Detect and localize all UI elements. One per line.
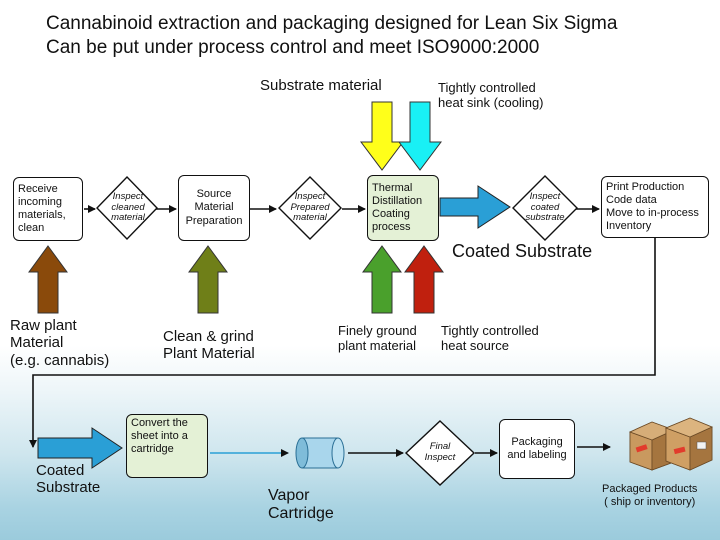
inspect-prepared-diamond <box>278 176 342 240</box>
coated-substrate-label-2: Coated Substrate <box>36 462 101 497</box>
blue-arrow-coated <box>439 185 511 229</box>
raw-plant-label: Raw plant Material (e.g. cannabis) <box>10 317 110 369</box>
blue-arrow-convert <box>37 427 123 469</box>
inspect-prepared-text: Inspect Prepared material <box>290 190 330 224</box>
inspect-cleaned-text: Inspect cleaned material <box>111 190 145 224</box>
packaged-products-label: Packaged Products ( ship or inventory) <box>602 483 698 508</box>
inspect-coated-text: Inspect coated substrate <box>525 190 565 224</box>
thermal-distillation-box: Thermal Distillation Coating process <box>367 175 439 241</box>
packaging-labeling-text: Packaging and labeling <box>507 435 567 461</box>
routing-line <box>29 238 656 448</box>
title-line-1: Cannabinoid extraction and packaging des… <box>46 13 618 34</box>
olive-up-arrow <box>188 245 228 314</box>
brown-up-arrow <box>28 245 68 314</box>
vapor-cartridge-label: Vapor Cartridge <box>268 487 334 523</box>
heat-source-label: Tightly controlled heat source <box>441 323 539 353</box>
finely-ground-label: Finely ground plant material <box>338 323 417 353</box>
heat-sink-label: Tightly controlled heat sink (cooling) <box>438 80 544 110</box>
cyan-down-arrow <box>398 101 442 171</box>
vapor-cartridge-cylinder <box>295 437 345 469</box>
source-preparation-box: Source Material Preparation <box>178 175 250 241</box>
yellow-down-arrow <box>360 101 404 171</box>
receive-materials-text: Receive incoming materials, clean <box>18 182 66 235</box>
convert-cartridge-box: Convert the sheet into a cartridge <box>126 414 208 478</box>
inspect-cleaned-diamond <box>96 175 158 241</box>
title-line-2: Can be put under process control and mee… <box>46 37 540 58</box>
clean-grind-label: Clean & grind Plant Material <box>163 328 255 363</box>
print-production-box: Print Production Code data Move to in-pr… <box>601 176 709 238</box>
print-production-text: Print Production Code data Move to in-pr… <box>606 180 699 233</box>
source-preparation-text: Source Material Preparation <box>185 188 243 227</box>
red-up-arrow <box>404 245 444 314</box>
packaged-boxes-icon <box>628 417 714 471</box>
substrate-material-label: Substrate material <box>260 77 382 94</box>
packaging-labeling-box: Packaging and labeling <box>499 419 575 479</box>
convert-cartridge-text: Convert the sheet into a cartridge <box>131 417 188 456</box>
green-up-arrow <box>362 245 402 314</box>
final-inspect-diamond <box>404 420 476 486</box>
final-inspect-text: Final Inspect <box>424 441 456 463</box>
coated-substrate-label: Coated Substrate <box>452 241 593 261</box>
inspect-coated-diamond <box>512 175 578 241</box>
thermal-distillation-text: Thermal Distillation Coating process <box>372 181 423 234</box>
receive-materials-box: Receive incoming materials, clean <box>13 177 83 241</box>
